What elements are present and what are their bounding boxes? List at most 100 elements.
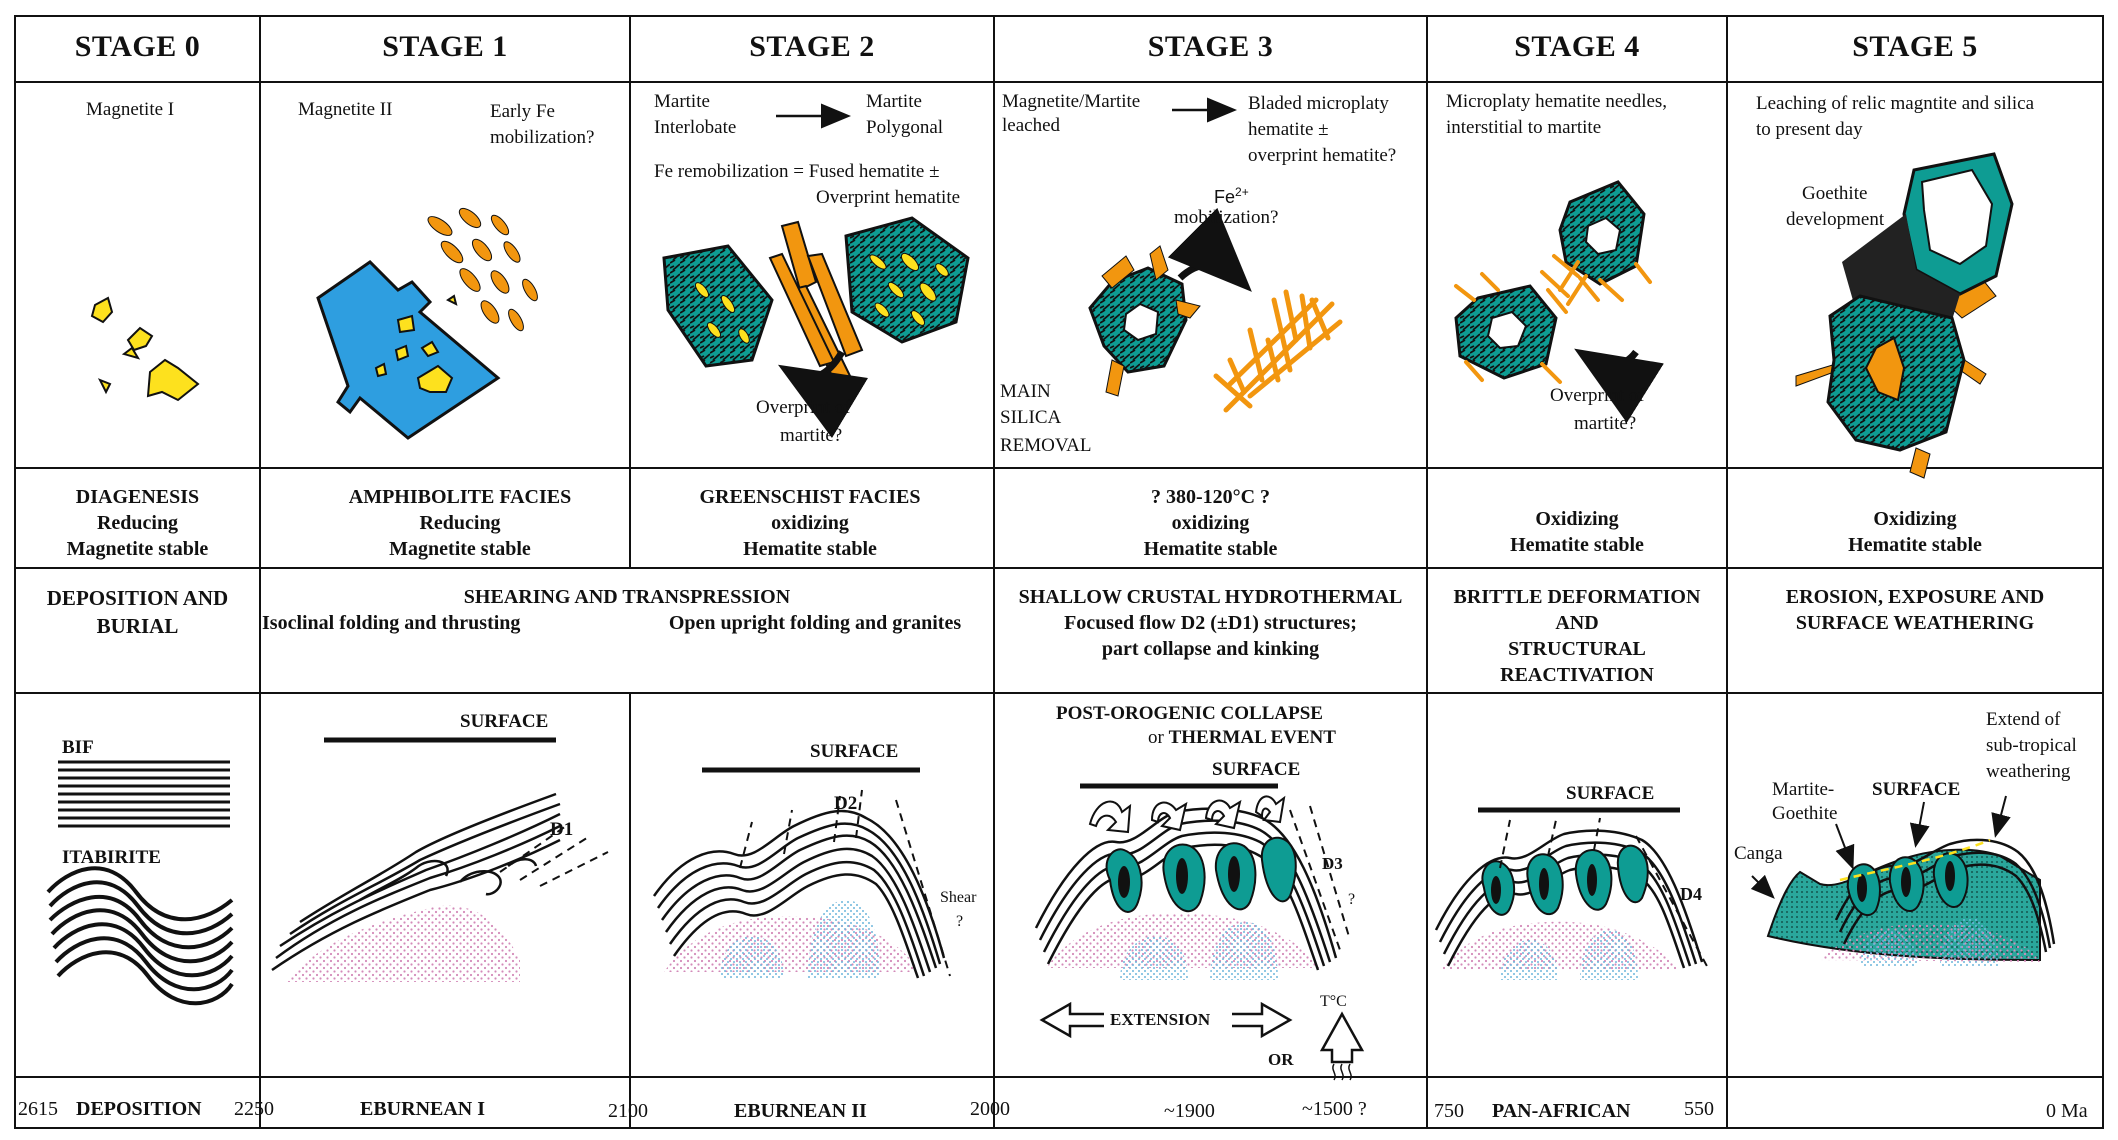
s0-conditions: DIAGENESIS Reducing Magnetite stable bbox=[15, 484, 260, 562]
s2-shear-label: Shear bbox=[940, 889, 977, 906]
s4-tect-2: AND bbox=[1555, 612, 1599, 634]
s2-overprint-b: martite? bbox=[780, 425, 843, 446]
s4-cond-2: Hematite stable bbox=[1510, 534, 1644, 556]
s3-cond-3: Hematite stable bbox=[1143, 538, 1278, 560]
curved-arrow-s4 bbox=[1574, 348, 1664, 423]
s3-leached-a: Magnetite/Martite bbox=[1002, 91, 1141, 112]
s5-tectonics: EROSION, EXPOSURE AND SURFACE WEATHERING bbox=[1727, 584, 2103, 636]
thrust-section-s1 bbox=[271, 792, 609, 982]
s0-tect-2: BURIAL bbox=[96, 614, 179, 638]
s2-martite1-a: Martite bbox=[654, 91, 710, 112]
time-eburnean-1: EBURNEAN I bbox=[360, 1098, 486, 1120]
time-2100: 2100 bbox=[608, 1100, 648, 1122]
s3-leached-b: leached bbox=[1002, 115, 1061, 136]
hematite-flakes-s1 bbox=[427, 207, 538, 332]
time-pan-african: PAN-AFRICAN bbox=[1492, 1100, 1631, 1122]
s3-fe2-label: Fe2+ bbox=[1214, 180, 1249, 209]
s1-tectonics: Isoclinal folding and thrusting bbox=[262, 612, 521, 634]
s3-bladed-c: overprint hematite? bbox=[1248, 145, 1397, 166]
s4-needles-a: Microplaty hematite needles, bbox=[1446, 91, 1668, 112]
time-2615: 2615 bbox=[18, 1098, 58, 1120]
curved-arrow-s2 bbox=[777, 350, 869, 439]
curved-arrow-s3 bbox=[1167, 207, 1252, 292]
s1-cond-1: AMPHIBOLITE FACIES bbox=[348, 486, 572, 508]
bif-label: BIF bbox=[62, 737, 94, 758]
s2-cond-2: oxidizing bbox=[771, 512, 849, 534]
stage-0-header: STAGE 0 bbox=[74, 30, 201, 63]
s3-cond-2: oxidizing bbox=[1171, 512, 1250, 534]
stage-3-header: STAGE 3 bbox=[1147, 30, 1274, 63]
s3-or-label: OR bbox=[1268, 1050, 1294, 1069]
s3-fe2-sup: 2+ bbox=[1235, 185, 1249, 199]
s5-goethite-a: Goethite bbox=[1802, 183, 1868, 204]
time-750: 750 bbox=[1434, 1100, 1464, 1122]
s1-d1-label: D1 bbox=[550, 819, 574, 840]
s4-cond-1: Oxidizing bbox=[1535, 508, 1619, 530]
s3-extension-label: EXTENSION bbox=[1110, 1010, 1211, 1029]
table-grid bbox=[14, 15, 2104, 1129]
stage-5-header: STAGE 5 bbox=[1852, 30, 1978, 63]
s4-d4-label: D4 bbox=[1680, 884, 1702, 904]
s3-cond-1: ? 380-120°C ? bbox=[1150, 486, 1271, 508]
s3-title-2-or: or bbox=[1148, 727, 1169, 748]
martite-interlobate bbox=[662, 244, 774, 368]
s4-tect-4: REACTIVATION bbox=[1500, 664, 1654, 686]
s4-tect-1: BRITTLE DEFORMATION bbox=[1453, 586, 1701, 608]
s4-tectonics: BRITTLE DEFORMATION AND STRUCTURAL REACT… bbox=[1427, 584, 1727, 688]
itabirite-label: ITABIRITE bbox=[62, 847, 161, 868]
s3-bladed-b: hematite ± bbox=[1248, 119, 1329, 140]
s3-tect-2: Focused flow D2 (±D1) structures; bbox=[1064, 612, 1357, 634]
s2-cond-1: GREENSCHIST FACIES bbox=[699, 486, 921, 508]
s12-tectonics-title: SHEARING AND TRANSPRESSION bbox=[463, 586, 791, 608]
s3-title-2-thermal: THERMAL EVENT bbox=[1168, 727, 1336, 748]
time-2000: 2000 bbox=[970, 1098, 1010, 1120]
s2-shear-q: ? bbox=[956, 913, 964, 930]
itabirite-folds bbox=[46, 866, 234, 1006]
s2-cond-3: Hematite stable bbox=[743, 538, 877, 560]
s0-tectonics: DEPOSITION AND BURIAL bbox=[15, 584, 260, 640]
s4-conditions: Oxidizing Hematite stable bbox=[1427, 506, 1727, 558]
time-deposition: DEPOSITION bbox=[76, 1098, 202, 1120]
time-eburnean-2: EBURNEAN II bbox=[734, 1100, 867, 1122]
stage-4-header: STAGE 4 bbox=[1514, 30, 1640, 63]
s3-tect-1: SHALLOW CRUSTAL HYDROTHERMAL bbox=[1018, 586, 1403, 608]
brittle-section-s4 bbox=[1434, 817, 1709, 980]
time-550: 550 bbox=[1684, 1098, 1714, 1120]
leached-magnetite bbox=[1088, 245, 1201, 397]
bif-layers bbox=[58, 760, 230, 828]
s2-overprint-a: Overprint of bbox=[756, 397, 851, 418]
martite-needles-s4 bbox=[1454, 180, 1652, 384]
s5-extend-a: Extend of bbox=[1986, 709, 2061, 730]
s1-magnetite-label: Magnetite II bbox=[298, 99, 393, 120]
s2-remob-a: Fe remobilization = Fused hematite ± bbox=[654, 161, 940, 182]
s0-cond-1: DIAGENESIS bbox=[75, 486, 200, 508]
s1-cond-3: Magnetite stable bbox=[389, 538, 531, 560]
s2-remob-b: Overprint hematite bbox=[816, 187, 961, 208]
s2-martite2-b: Polygonal bbox=[866, 117, 944, 138]
s3-silica-c: REMOVAL bbox=[1000, 435, 1092, 456]
s4-surface-label: SURFACE bbox=[1566, 783, 1655, 804]
s0-tect-1: DEPOSITION AND bbox=[46, 586, 229, 610]
magnetite-ii-block bbox=[316, 260, 501, 440]
s3-fe2-mob: mobilization? bbox=[1174, 207, 1279, 228]
time-1500: ~1500 ? bbox=[1302, 1098, 1367, 1120]
s2-tectonics: Open upright folding and granites bbox=[668, 612, 962, 634]
s5-surface-label: SURFACE bbox=[1872, 779, 1961, 800]
s2-conditions: GREENSCHIST FACIES oxidizing Hematite st… bbox=[660, 484, 960, 562]
s2-martite2-a: Martite bbox=[866, 91, 922, 112]
s5-extend-b: sub-tropical bbox=[1986, 735, 2077, 756]
s4-overprint-a: Overprint of bbox=[1550, 385, 1645, 406]
magnetite-grains-s0 bbox=[90, 296, 200, 402]
s2-surface-label: SURFACE bbox=[810, 741, 899, 762]
s3-tc-label: T°C bbox=[1320, 993, 1347, 1010]
s0-magnetite-label: Magnetite I bbox=[86, 99, 175, 120]
s5-mg-a: Martite- bbox=[1772, 779, 1835, 800]
s2-d2-label: D2 bbox=[834, 793, 858, 814]
s3-conditions: ? 380-120°C ? oxidizing Hematite stable bbox=[994, 484, 1427, 562]
martite-polygonal bbox=[844, 216, 970, 344]
goethite-particle bbox=[1795, 152, 2014, 479]
s3-tectonics: SHALLOW CRUSTAL HYDROTHERMAL Focused flo… bbox=[994, 584, 1427, 662]
time-2250: 2250 bbox=[234, 1098, 274, 1120]
